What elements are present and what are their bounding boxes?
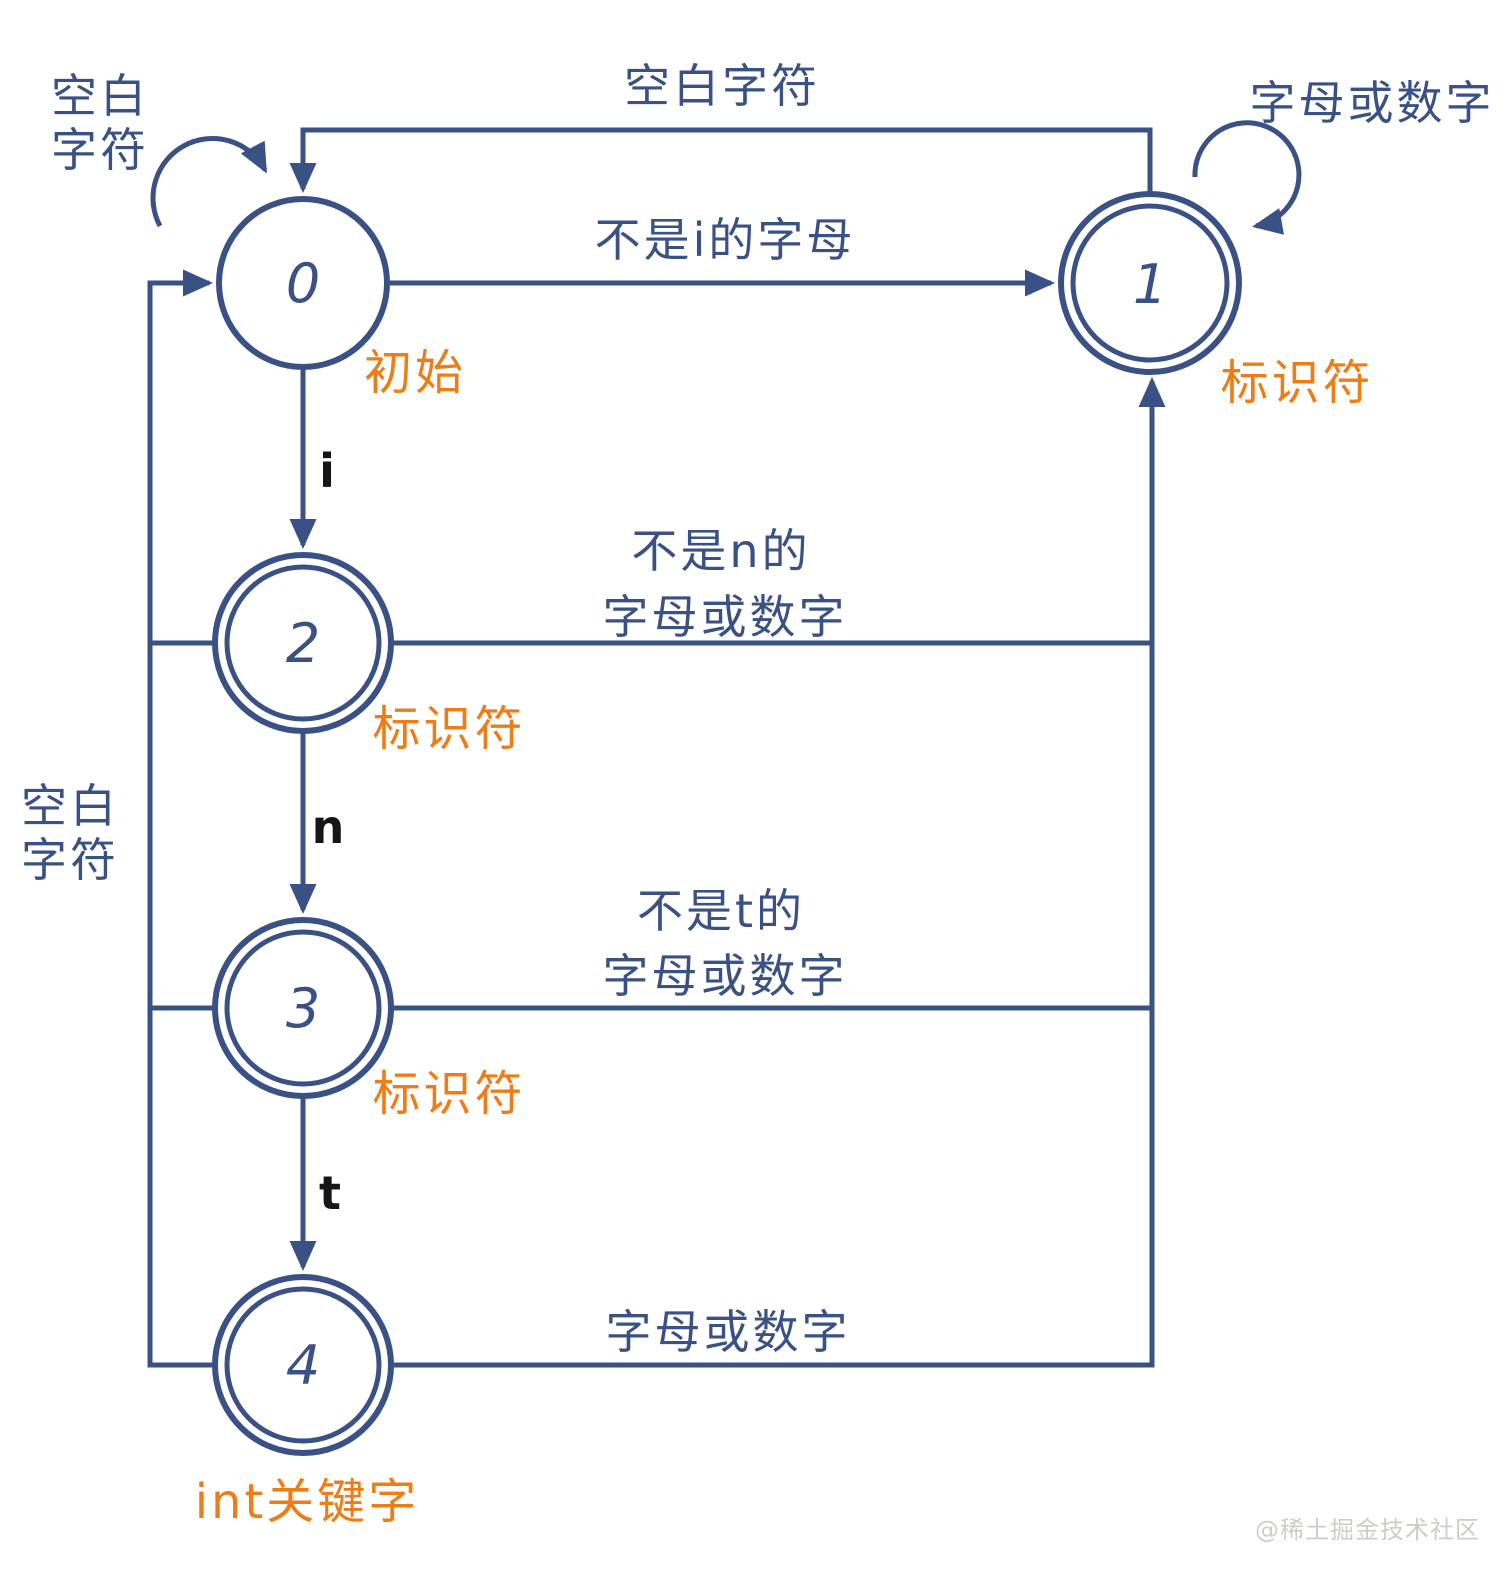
state-2-outer-circle [212,552,394,734]
edge-4-to-1-label: 字母或数字 [606,1305,851,1359]
edge-1-to-0-whitespace [289,127,1153,197]
edge-0-to-2-label: i [319,444,335,498]
state-0-label: 0 [286,252,320,315]
self-loop-0-label-line2: 字符 [51,123,149,177]
edge-0-to-1-label: 不是i的字母 [595,213,856,267]
state-1-inner-circle [1070,203,1230,363]
edge-3-to-1-label-line1: 不是t的 [637,884,805,938]
edge-1-to-0-label: 空白字符 [624,59,820,113]
edge-2-to-3-label: n [312,800,345,854]
state-3-label: 3 [286,977,320,1040]
self-loop-1-letter-or-digit [1192,120,1302,235]
state-3-inner-circle [224,929,382,1087]
state-0-annotation: 初始 [364,345,466,401]
state-4-annotation: int关键字 [195,1474,420,1530]
state-1-node: 1 [1058,191,1242,375]
edge-2-to-1-label-line1: 不是n的 [631,524,810,578]
state-0-node: 0 [216,196,390,370]
state-2-annotation: 标识符 [372,701,525,757]
state-2-inner-circle [224,564,382,722]
edge-3-to-1-label-line2: 字母或数字 [603,949,848,1003]
state-4-inner-circle [224,1286,382,1444]
self-loop-0-whitespace [150,136,268,228]
self-loop-0-label-line1: 空白 [51,69,149,123]
edge-3-to-4-label: t [319,1166,341,1220]
left-rail-label-line1: 空白 [21,779,119,833]
edge-4-to-1-right-rail [391,376,1166,1368]
left-rail-label-line2: 字符 [21,833,119,887]
left-rail-to-0-whitespace [147,269,218,1368]
state-2-node: 2 [212,552,394,734]
state-4-node: 4 [212,1274,394,1456]
state-0-circle [216,196,390,370]
state-3-outer-circle [212,917,394,1099]
state-1-label: 1 [1133,253,1167,316]
state-4-label: 4 [286,1334,320,1397]
state-1-annotation: 标识符 [1220,355,1373,411]
self-loop-1-label: 字母或数字 [1250,76,1495,130]
state-2-label: 2 [286,612,320,675]
state-4-outer-circle [212,1274,394,1456]
edge-2-to-1-label-line2: 字母或数字 [603,590,848,644]
state-3-node: 3 [212,917,394,1099]
state-3-annotation: 标识符 [372,1066,525,1122]
watermark: @稀土掘金技术社区 [1255,1516,1480,1544]
state-1-outer-circle [1058,191,1242,375]
